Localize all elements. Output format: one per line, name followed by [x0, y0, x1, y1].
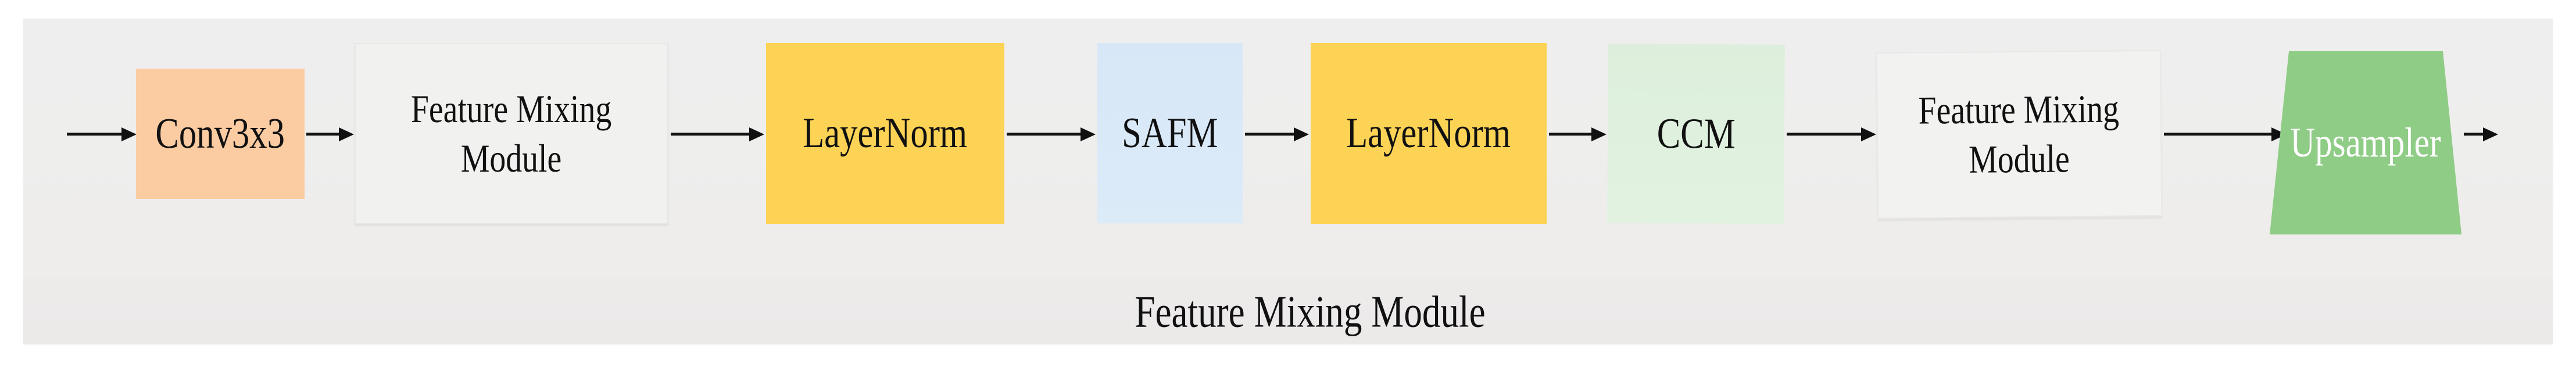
- block-upsampler-label: Upsampler: [2290, 119, 2441, 166]
- arrow-conv-to-fmm1: [306, 133, 339, 136]
- block-conv3x3-label: Conv3x3: [155, 109, 285, 158]
- block-feature-mixing-module-1: Feature Mixing Module: [355, 43, 668, 224]
- block-layernorm-1: LayerNorm: [766, 43, 1004, 224]
- block-ccm-label: CCM: [1656, 109, 1736, 158]
- block-layernorm-2: LayerNorm: [1311, 43, 1547, 224]
- block-feature-mixing-module-2: Feature Mixing Module: [1876, 49, 2163, 219]
- block-feature-mixing-module-1-label: Feature Mixing Module: [411, 86, 612, 180]
- arrow-output: [2464, 133, 2484, 136]
- arrow-input: [67, 133, 122, 136]
- upsampler-trapezoid-shape: [2270, 51, 2461, 234]
- block-feature-mixing-module-2-label: Feature Mixing Module: [1918, 86, 2120, 182]
- arrow-fmm2-to-upsampler: [2164, 133, 2272, 136]
- arrow-layernorm1-to-safm: [1007, 133, 1081, 136]
- feature-mixing-module-caption: Feature Mixing Module: [1135, 286, 1486, 337]
- block-conv3x3: Conv3x3: [136, 69, 305, 199]
- arrow-safm-to-layernorm2: [1245, 133, 1294, 136]
- block-ccm: CCM: [1607, 44, 1785, 224]
- block-layernorm-1-label: LayerNorm: [803, 109, 968, 157]
- arrow-fmm1-to-layernorm1: [671, 133, 750, 136]
- block-upsampler: Upsampler: [2270, 51, 2461, 234]
- block-layernorm-2-label: LayerNorm: [1346, 109, 1511, 157]
- arrow-ccm-to-fmm2: [1787, 133, 1862, 136]
- block-safm-label: SAFM: [1122, 109, 1218, 157]
- arrow-layernorm2-to-ccm: [1549, 133, 1592, 136]
- block-safm: SAFM: [1097, 43, 1243, 223]
